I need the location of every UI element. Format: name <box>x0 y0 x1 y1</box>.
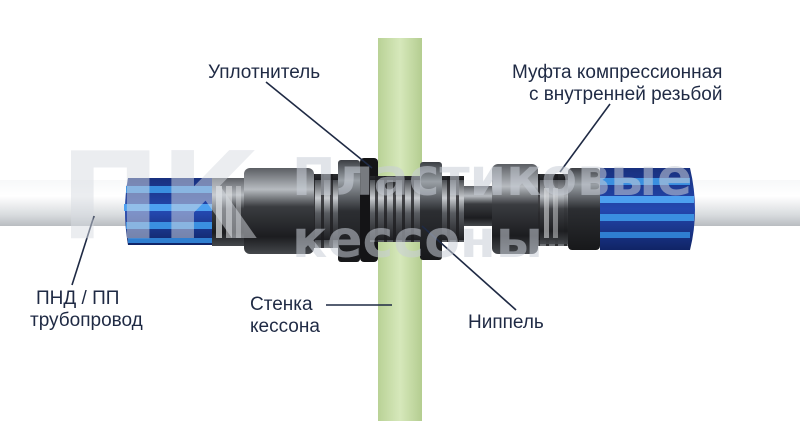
right-coupling-cap <box>600 168 695 250</box>
label-nipple-text: Ниппель <box>468 312 544 333</box>
right-coupling-body <box>492 164 538 254</box>
label-coupling-line2: с внутренней резьбой <box>528 84 723 105</box>
leader-coupling <box>559 103 611 173</box>
watermark-logo: ПК <box>60 128 259 267</box>
label-wall: Стенка кессона <box>250 294 320 338</box>
label-coupling: Муфта компрессионная с внутренней резьбо… <box>512 62 722 106</box>
watermark-line1: Пластиковые <box>292 148 693 208</box>
label-pipe-line2: трубопровод <box>30 310 143 331</box>
label-pipe: ПНД / ПП трубопровод <box>30 288 143 332</box>
label-seal-text: Уплотнитель <box>208 62 321 83</box>
leader-nipple <box>421 225 517 311</box>
label-seal: Уплотнитель <box>208 62 320 84</box>
label-wall-line2: кессона <box>250 316 320 337</box>
leader-seal <box>265 81 373 169</box>
label-wall-line1: Стенка <box>250 294 313 315</box>
seal-nut-left <box>338 160 360 262</box>
leader-pipe <box>71 215 95 286</box>
nipple-nut <box>420 162 442 260</box>
left-coupling-body <box>244 168 314 254</box>
nipple-thread <box>370 176 464 242</box>
left-coupling-cap <box>124 178 212 245</box>
label-pipe-line1: ПНД / ПП <box>36 288 120 309</box>
right-clamp-ring <box>540 180 568 244</box>
left-clamp-ring <box>212 178 244 246</box>
label-coupling-line1: Муфта компрессионная <box>512 62 723 83</box>
label-nipple: Ниппель <box>468 312 544 334</box>
watermark-line2: кессоны <box>292 210 543 270</box>
